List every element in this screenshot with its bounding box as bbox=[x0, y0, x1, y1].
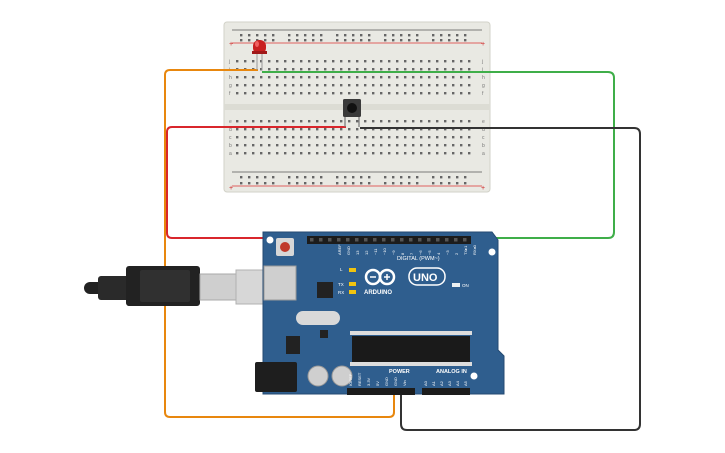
row-letter-top: i bbox=[482, 67, 483, 73]
pin-label: A4 bbox=[455, 380, 460, 386]
model-label: UNO bbox=[413, 272, 438, 284]
digital-header bbox=[307, 236, 471, 244]
black-wire[interactable] bbox=[360, 127, 641, 431]
pin-label: AREF bbox=[337, 244, 342, 255]
crystal bbox=[296, 311, 340, 325]
row-letter-bottom: b bbox=[229, 143, 232, 149]
pin-label: GND bbox=[346, 246, 351, 255]
pushbutton-icon[interactable] bbox=[343, 99, 361, 127]
regulator bbox=[286, 336, 300, 354]
row-letter-top: f bbox=[229, 91, 231, 97]
chip-pins-bottom bbox=[350, 362, 472, 366]
pin-label: 8 bbox=[400, 252, 405, 255]
arduino-uno-board[interactable]: ARDUINO UNO DIGITAL (PWM~) L TX RX ON PO… bbox=[255, 231, 505, 395]
row-letter-bottom: d bbox=[229, 127, 232, 133]
pin-label: ~6 bbox=[418, 250, 423, 255]
row-letter-top: f bbox=[482, 91, 484, 97]
pin-label: 2 bbox=[454, 252, 459, 255]
analog-header bbox=[422, 388, 470, 395]
pin-label: RX◂0 bbox=[472, 244, 477, 255]
row-letter-bottom: d bbox=[482, 127, 485, 133]
reset-button-cap bbox=[280, 242, 290, 252]
row-letter-top: g bbox=[229, 83, 232, 89]
usb-jack bbox=[263, 265, 297, 301]
pin-label: ~10 bbox=[382, 247, 387, 255]
row-letter-bottom: a bbox=[482, 151, 485, 157]
pin-label: GND bbox=[393, 377, 398, 386]
capacitor-2 bbox=[331, 365, 353, 387]
mount-hole bbox=[488, 248, 496, 256]
capacitor-1 bbox=[307, 365, 329, 387]
row-letter-bottom: a bbox=[229, 151, 232, 157]
pin-label: Vin bbox=[402, 380, 407, 386]
pin-label: 5V bbox=[375, 381, 380, 386]
row-letter-top: j bbox=[481, 59, 483, 65]
rail-plus-label-tl: + bbox=[229, 41, 233, 48]
pin-label: 7 bbox=[409, 252, 414, 255]
l-led bbox=[349, 268, 356, 272]
row-letter-top: g bbox=[482, 83, 485, 89]
pin-label: A1 bbox=[431, 380, 436, 386]
mount-hole bbox=[266, 236, 274, 244]
pin-label: A2 bbox=[439, 380, 444, 386]
led-icon[interactable] bbox=[252, 40, 267, 70]
rx-led bbox=[349, 290, 356, 294]
chip-pins-top bbox=[350, 331, 472, 335]
pin-label: ~3 bbox=[445, 250, 450, 255]
arduino-logo bbox=[364, 267, 446, 286]
pin-label: A5 bbox=[463, 380, 468, 386]
pin-label: ~9 bbox=[391, 250, 396, 255]
atmega-chip bbox=[352, 336, 470, 362]
on-label: ON bbox=[462, 283, 469, 288]
digital-label: DIGITAL (PWM~) bbox=[397, 256, 440, 262]
pin-label: 3.3V bbox=[366, 377, 371, 386]
row-letter-bottom: e bbox=[482, 119, 485, 125]
pin-label: A0 bbox=[423, 380, 428, 386]
pin-label: IOREF bbox=[348, 373, 353, 386]
pin-label: TX▸1 bbox=[463, 245, 468, 255]
power-jack bbox=[255, 362, 297, 392]
brand-label: ARDUINO bbox=[364, 290, 392, 296]
usb-chip bbox=[317, 282, 333, 298]
pin-label: 12 bbox=[364, 250, 369, 255]
analog-label: ANALOG IN bbox=[436, 369, 467, 375]
orange-wire[interactable] bbox=[164, 69, 395, 418]
pin-label: ~5 bbox=[427, 250, 432, 255]
pin-label: GND bbox=[384, 377, 389, 386]
row-letter-top: j bbox=[228, 59, 230, 65]
row-letter-top: h bbox=[482, 75, 485, 81]
row-letter-bottom: c bbox=[229, 135, 232, 141]
tx-led bbox=[349, 282, 356, 286]
pin-label: A3 bbox=[447, 380, 452, 386]
row-letter-bottom: c bbox=[482, 135, 485, 141]
pin-label: RESET bbox=[357, 372, 362, 386]
tx-label: TX bbox=[338, 282, 344, 287]
green-wire[interactable] bbox=[262, 71, 615, 239]
row-letter-bottom: e bbox=[229, 119, 232, 125]
rail-plus-label-br: + bbox=[481, 185, 485, 192]
l-label: L bbox=[340, 267, 343, 272]
mount-hole bbox=[470, 372, 478, 380]
row-letter-top: h bbox=[229, 75, 232, 81]
rx-label: RX bbox=[338, 290, 344, 295]
small-ic bbox=[320, 330, 328, 338]
digital-pin-labels: AREF GND 13 12 ~11 ~10 ~9 8 7 ~6 ~5 4 ~3 2 TX▸1 RX◂0 bbox=[337, 244, 477, 255]
power-header bbox=[347, 388, 415, 395]
pin-label: 13 bbox=[355, 250, 360, 255]
red-wire[interactable] bbox=[166, 126, 346, 239]
digital-pin-holes bbox=[310, 238, 467, 242]
pin-label: ~11 bbox=[373, 248, 378, 255]
power-label: POWER bbox=[389, 369, 410, 375]
power-pin-labels: IOREF RESET 3.3V 5V GND GND Vin bbox=[348, 372, 407, 386]
pin-label: 4 bbox=[436, 252, 441, 255]
row-letter-bottom: b bbox=[482, 143, 485, 149]
usb-cable-icon bbox=[84, 266, 287, 306]
rail-plus-label-tr: + bbox=[481, 41, 485, 48]
on-led bbox=[452, 283, 460, 287]
rail-plus-label-bl: + bbox=[229, 185, 233, 192]
